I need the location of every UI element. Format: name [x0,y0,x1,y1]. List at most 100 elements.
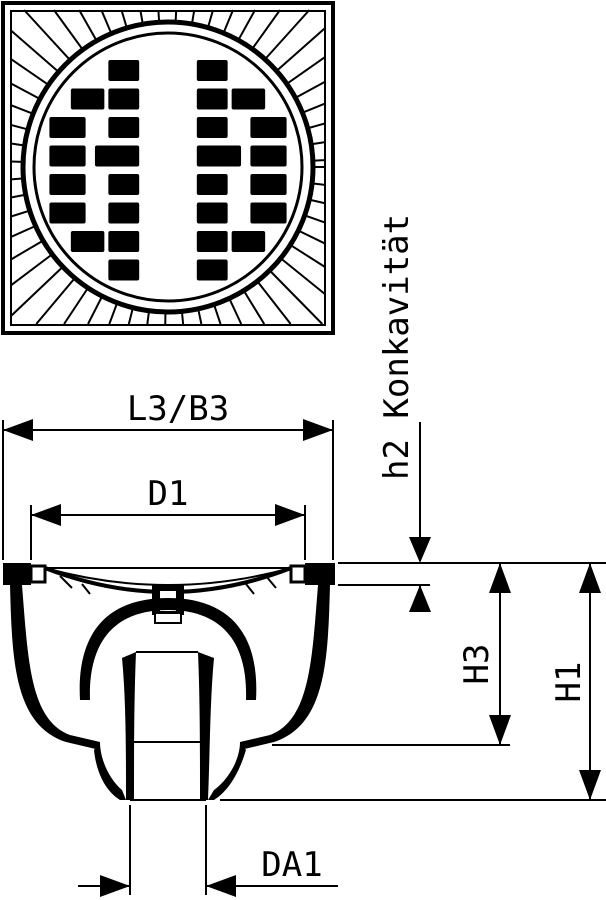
frame-rib [308,122,326,129]
label-h3: H3 [457,644,497,685]
frame-rib [10,209,30,218]
frame-rib [298,230,326,245]
label-h1: H1 [549,662,589,703]
grate-slot [49,117,86,138]
frame-rib [108,303,118,325]
body-wall-left [10,585,100,750]
frame-rib [213,305,222,325]
frame-rib [63,288,89,325]
grate-slot [108,117,140,138]
grate-slot [49,174,86,195]
flange-tab-right [289,564,307,584]
side-view-section [3,563,335,801]
grate-slot [108,88,140,110]
frame-rib [78,9,97,41]
frame-rib [10,193,25,199]
frame-flange-right [305,563,335,585]
frame-rib [228,298,243,325]
frame-rib [10,58,49,86]
frame-rib [287,56,326,85]
frame-rib [127,308,134,325]
frame-rib [146,311,150,325]
top-view-grate [1,1,335,335]
grate-slot [49,145,86,167]
frame-ribs [10,9,326,325]
grate-slot [250,145,287,167]
frame-rib [237,9,256,40]
outlet-pipe-right-wall [198,652,214,800]
frame-rib [10,177,23,181]
frame-rib [290,244,326,268]
grate-slot [231,231,266,252]
frame-rib [312,141,326,146]
frame-rib [100,9,112,33]
flange-tab-left [29,564,47,584]
frame-rib [53,9,83,50]
grate-slot [108,259,140,281]
grate-ring-inner [32,31,304,303]
grate-slot [70,88,105,110]
frame-rib [310,198,326,205]
frame-rib [157,9,161,22]
grate-slot [250,202,287,224]
frame-rib [10,240,43,261]
label-h2-konkavitaet: h2 Konkavität [377,214,417,480]
grate-slot [49,202,86,224]
frame-rib [295,80,326,99]
frame-rib [120,9,128,28]
grate-slot [196,231,228,252]
outlet-pipe-left-wall [122,652,136,800]
frame-rib [276,27,326,72]
grate-slot [196,88,228,110]
frame-rib [312,182,326,186]
frame-rib [23,9,71,61]
grate-slot [250,117,287,138]
frame-rib [197,309,203,325]
frame-rib [10,142,24,147]
frame-rib [10,123,28,131]
frame-rib [174,9,178,22]
frame-rib [87,296,103,325]
label-da1: DA1 [261,845,322,885]
grate-slot [196,145,242,167]
frame-rib [251,9,281,49]
grate-slot [196,174,228,195]
grate-slot [196,60,228,81]
frame-rib [264,9,311,60]
frame-rib [139,9,144,24]
grate-slot [108,60,140,81]
frame-rib [207,9,214,27]
grate-slots [49,60,287,281]
frame-rib [180,312,185,325]
frame-rib [305,214,326,224]
grate-slot [196,117,228,138]
frame-rib [191,9,196,24]
frame-rib [269,270,323,325]
frame-rib [35,278,75,325]
body-wall-right [240,585,330,750]
grate-slot [196,202,228,224]
frame-rib [257,281,292,325]
frame-rib [10,29,59,72]
frame-rib [10,225,36,238]
frame-rib [10,254,53,287]
frame-flange-left [3,563,31,585]
label-l3-b3: L3/B3 [127,389,229,429]
dimension-labels: L3/B3 D1 h2 Konkavität H3 H1 DA1 [127,214,589,885]
grate-frame-outer [1,1,335,335]
label-d1: D1 [148,474,189,514]
grate-slot [108,202,140,224]
frame-rib [222,9,234,33]
grate-slot [94,145,140,167]
grate-slot [196,259,228,281]
frame-rib [10,104,33,115]
grate-slot [108,231,140,252]
frame-rib [280,258,326,295]
grate-slot [231,88,266,110]
trap-floor [94,742,126,800]
frame-rib [10,266,63,317]
grate-slot [108,174,140,195]
frame-rib [243,290,266,325]
grate-slot [250,174,287,195]
